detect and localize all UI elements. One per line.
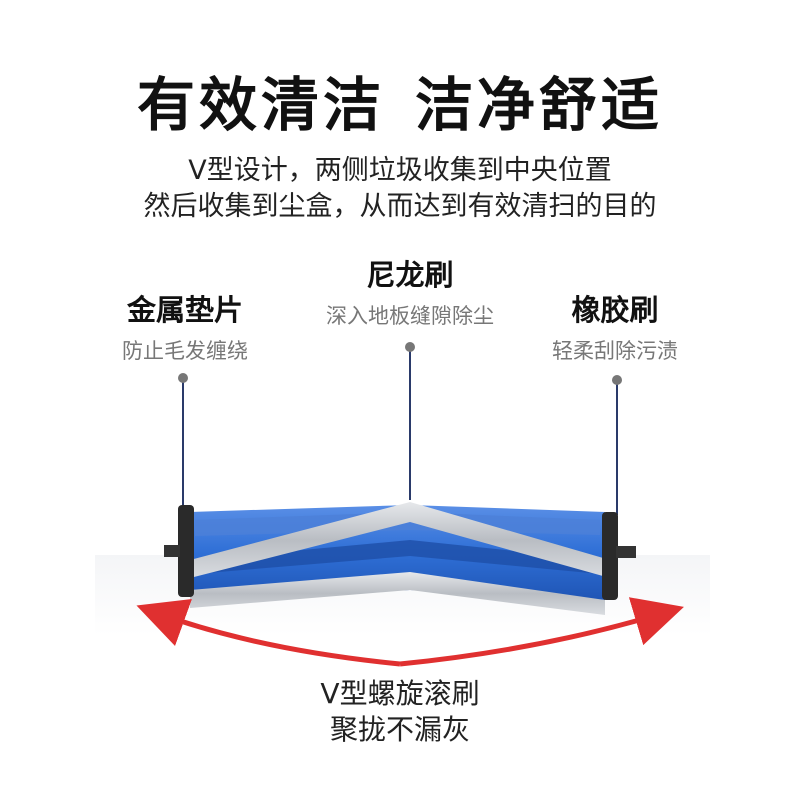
roller-brush [164, 502, 636, 615]
callout-rubber-brush: 橡胶刷 轻柔刮除污渍 [525, 287, 705, 365]
callout-dot-right [612, 375, 622, 385]
axle-left [164, 545, 180, 557]
callout-lines [178, 342, 622, 515]
bottom-title-line1: V型螺旋滚刷 [320, 677, 480, 710]
axle-right [616, 546, 636, 558]
callout-metal-washer: 金属垫片 防止毛发缠绕 [95, 287, 275, 365]
callout-middle-desc: 深入地板缝隙除尘 [326, 304, 494, 328]
callout-right-desc: 轻柔刮除污渍 [552, 339, 678, 363]
subtitle-line1: V型设计，两侧垃圾收集到中央位置 [188, 155, 612, 186]
bottom-title-line2: 聚拢不漏灰 [329, 713, 470, 746]
headline: 有效清洁洁净舒适 [0, 58, 800, 142]
metal-washer-left [178, 505, 194, 597]
headline-part2: 洁净舒适 [415, 71, 664, 139]
subtitle-line2: 然后收集到尘盒，从而达到有效清扫的目的 [143, 191, 657, 222]
headline-part1: 有效清洁 [136, 71, 385, 139]
callout-right-title: 橡胶刷 [571, 293, 659, 327]
callout-left-title: 金属垫片 [126, 293, 243, 327]
callout-dot-middle [405, 342, 415, 352]
end-cap-right [602, 512, 618, 600]
arrow-right [399, 597, 684, 667]
callout-dot-left [178, 373, 188, 383]
nylon-bristle-upper [190, 502, 610, 578]
callout-nylon-brush: 尼龙刷 深入地板缝隙除尘 [290, 252, 530, 330]
nylon-bristle-lower [190, 572, 605, 615]
gather-arrows [136, 597, 684, 667]
arrow-left [136, 598, 401, 667]
callout-left-desc: 防止毛发缠绕 [122, 339, 248, 363]
callout-middle-title: 尼龙刷 [366, 258, 454, 292]
